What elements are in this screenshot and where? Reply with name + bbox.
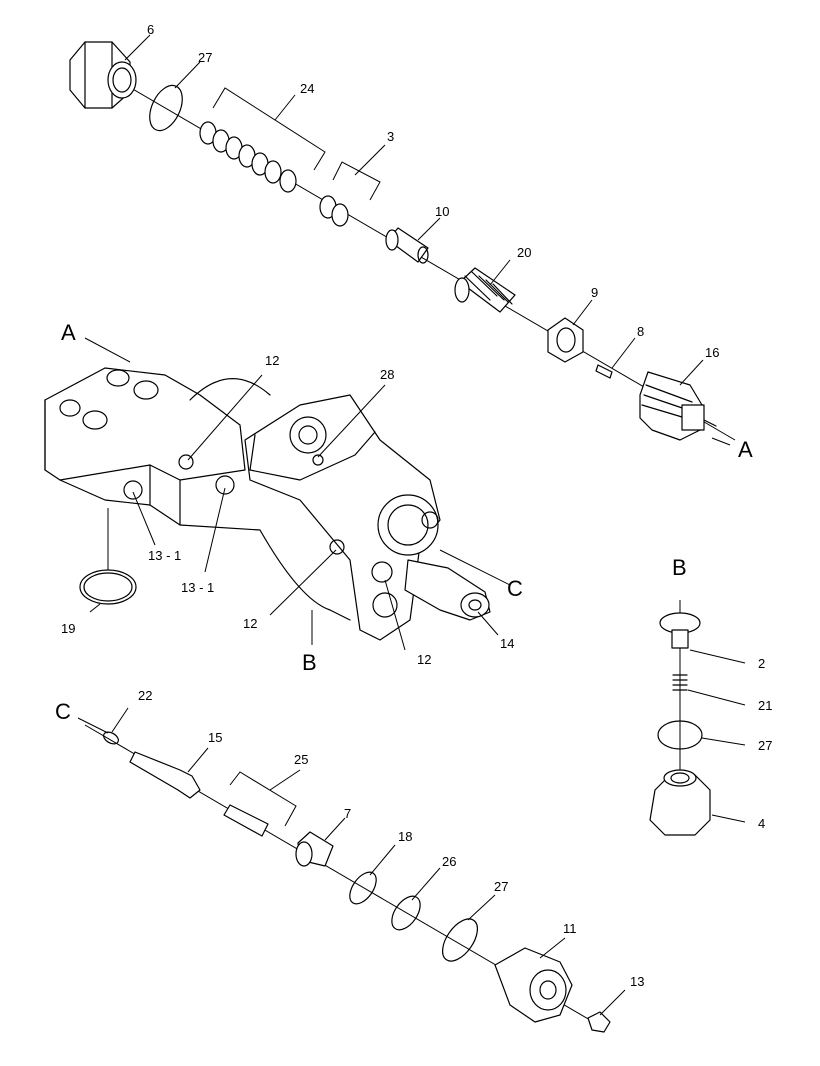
callout-12: 12 (265, 353, 279, 368)
part-10-piston (385, 227, 429, 264)
callout-20: 20 (517, 245, 531, 260)
bottom-assembly (84, 724, 611, 1033)
callout-13: 13 (630, 974, 644, 989)
part-16-cartridge (639, 371, 717, 441)
callout-6: 6 (147, 22, 154, 37)
callout-28: 28 (380, 367, 394, 382)
view-letters: A A B B C C (55, 320, 753, 724)
part-3-seals (319, 195, 349, 227)
part-19-o-ring (79, 569, 137, 605)
valve-body (44, 367, 511, 641)
callout-19: 19 (61, 621, 75, 636)
view-letter-a: A (61, 320, 76, 345)
callout-18: 18 (398, 829, 412, 844)
callout-13-1: 13 - 1 (181, 580, 214, 595)
callout-21: 21 (758, 698, 772, 713)
callout-11: 11 (563, 921, 577, 936)
callout-16: 16 (705, 345, 719, 360)
top-assembly (69, 41, 736, 441)
part-20-spring (454, 267, 516, 313)
callout-24: 24 (300, 81, 314, 96)
callout-12: 12 (417, 652, 431, 667)
callout-9: 9 (591, 285, 598, 300)
part-8-pin (595, 364, 613, 379)
view-letter-c: C (507, 576, 523, 601)
right-assembly (649, 600, 711, 836)
callout-7: 7 (344, 806, 351, 821)
view-letter-b: B (672, 555, 687, 580)
view-letter-a: A (738, 437, 753, 462)
part-6-plug (69, 41, 137, 109)
view-letter-c: C (55, 699, 71, 724)
callout-26: 26 (442, 854, 456, 869)
callout-12: 12 (243, 616, 257, 631)
part-24-seal-stack (199, 121, 297, 193)
callout-22: 22 (138, 688, 152, 703)
callout-27: 27 (758, 738, 772, 753)
callout-13-1: 13 - 1 (148, 548, 181, 563)
callout-labels: 6 27 24 3 10 20 9 8 16 12 28 13 - 1 13 -… (61, 22, 772, 989)
callout-3: 3 (387, 129, 394, 144)
callout-14: 14 (500, 636, 514, 651)
callout-10: 10 (435, 204, 449, 219)
part-9-disc (547, 317, 584, 363)
callout-25: 25 (294, 752, 308, 767)
leader-lines (77, 34, 746, 1016)
callout-15: 15 (208, 730, 222, 745)
callout-8: 8 (637, 324, 644, 339)
view-letter-b: B (302, 650, 317, 675)
part-14-fitting (404, 559, 491, 621)
callout-27: 27 (198, 50, 212, 65)
callout-27: 27 (494, 879, 508, 894)
callout-4: 4 (758, 816, 765, 831)
callout-2: 2 (758, 656, 765, 671)
